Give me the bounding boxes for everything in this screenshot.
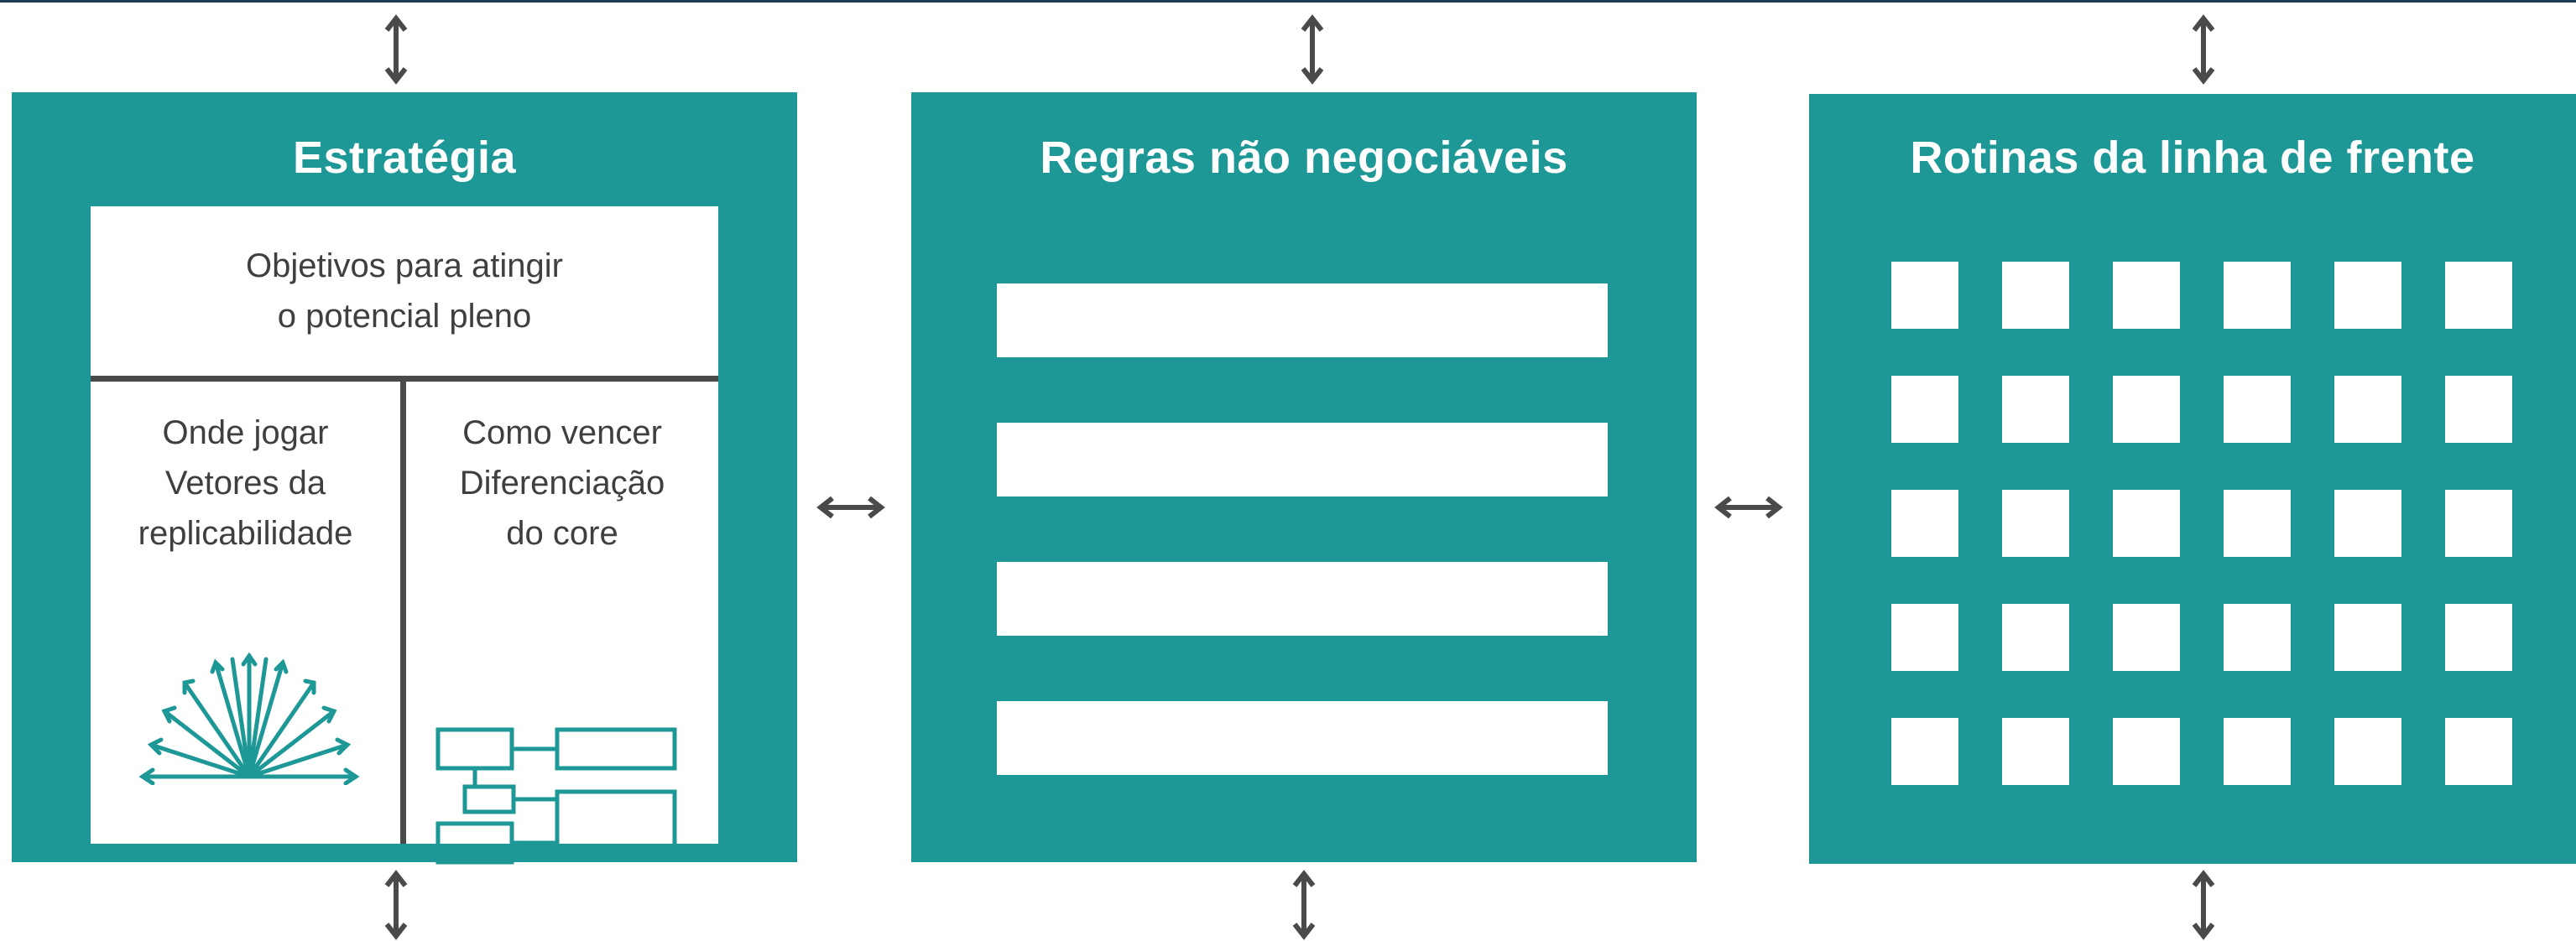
- double-arrow-vertical-icon: [1292, 870, 1316, 940]
- routine-square: [2445, 718, 2512, 785]
- routine-square: [2113, 262, 2180, 329]
- objectives-line1: Objetivos para atingir: [246, 247, 563, 284]
- routine-square: [1891, 376, 1958, 443]
- top-rule: [0, 0, 2576, 3]
- routine-square: [2334, 490, 2401, 557]
- fan-arrows-icon: [138, 652, 360, 785]
- routine-square: [2224, 490, 2291, 557]
- routine-square: [2445, 490, 2512, 557]
- routine-square: [1891, 718, 1958, 785]
- routine-square: [2113, 718, 2180, 785]
- strategy-card: Objetivos para atingir o potencial pleno…: [91, 206, 718, 865]
- strategy-title: Estratégia: [292, 133, 517, 183]
- routine-square: [2002, 718, 2069, 785]
- where-to-play-line: Vetores da: [164, 465, 326, 502]
- how-to-win-line: do core: [506, 515, 618, 552]
- double-arrow-horizontal-icon: [1714, 496, 1783, 519]
- routine-square: [2224, 604, 2291, 671]
- routine-square: [2334, 604, 2401, 671]
- double-arrow-vertical-icon: [2192, 870, 2215, 940]
- routine-square: [2113, 490, 2180, 557]
- objectives-line2: o potencial pleno: [277, 298, 532, 335]
- double-arrow-vertical-icon: [384, 870, 408, 940]
- double-arrow-horizontal-icon: [816, 496, 885, 519]
- routine-square: [2002, 604, 2069, 671]
- routine-square: [2224, 718, 2291, 785]
- rule-bar: [997, 562, 1608, 636]
- how-to-win-line: Diferenciação: [459, 465, 665, 502]
- routine-square: [2445, 376, 2512, 443]
- horizontal-divider: [91, 376, 718, 382]
- where-to-play-column: Onde jogar Vetores da replicabilidade: [91, 408, 400, 559]
- where-to-play-line: Onde jogar: [162, 414, 329, 451]
- routine-square: [2224, 376, 2291, 443]
- routine-square: [2334, 376, 2401, 443]
- routine-square: [2002, 490, 2069, 557]
- routines-title: Rotinas da linha de frente: [1910, 133, 2475, 183]
- routine-square: [2002, 262, 2069, 329]
- rules-panel: Regras não negociáveis: [911, 92, 1697, 862]
- routine-square: [2113, 604, 2180, 671]
- where-to-play-line: replicabilidade: [138, 515, 353, 552]
- routine-square: [1891, 490, 1958, 557]
- routine-square: [1891, 604, 1958, 671]
- objectives-box: Objetivos para atingir o potencial pleno: [91, 206, 718, 376]
- rule-bar: [997, 423, 1608, 496]
- rule-bar: [997, 283, 1608, 357]
- rule-bar: [997, 701, 1608, 775]
- how-to-win-line: Como vencer: [462, 414, 662, 451]
- rules-title: Regras não negociáveis: [1040, 133, 1568, 183]
- double-arrow-vertical-icon: [1301, 14, 1324, 85]
- double-arrow-vertical-icon: [2192, 14, 2215, 85]
- routine-square: [2445, 604, 2512, 671]
- routine-square: [2224, 262, 2291, 329]
- vertical-divider: [400, 382, 406, 844]
- routine-square: [1891, 262, 1958, 329]
- routine-square: [2445, 262, 2512, 329]
- routine-square: [2113, 376, 2180, 443]
- how-to-win-column: Como vencer Diferenciação do core: [406, 408, 718, 559]
- double-arrow-vertical-icon: [384, 14, 408, 85]
- routine-square: [2334, 262, 2401, 329]
- routine-square: [2334, 718, 2401, 785]
- routine-square: [2002, 376, 2069, 443]
- strategy-panel: Estratégia Objetivos para atingir o pote…: [12, 92, 797, 865]
- routines-panel: Rotinas da linha de frente: [1809, 94, 2576, 864]
- linked-blocks-icon: [435, 727, 677, 865]
